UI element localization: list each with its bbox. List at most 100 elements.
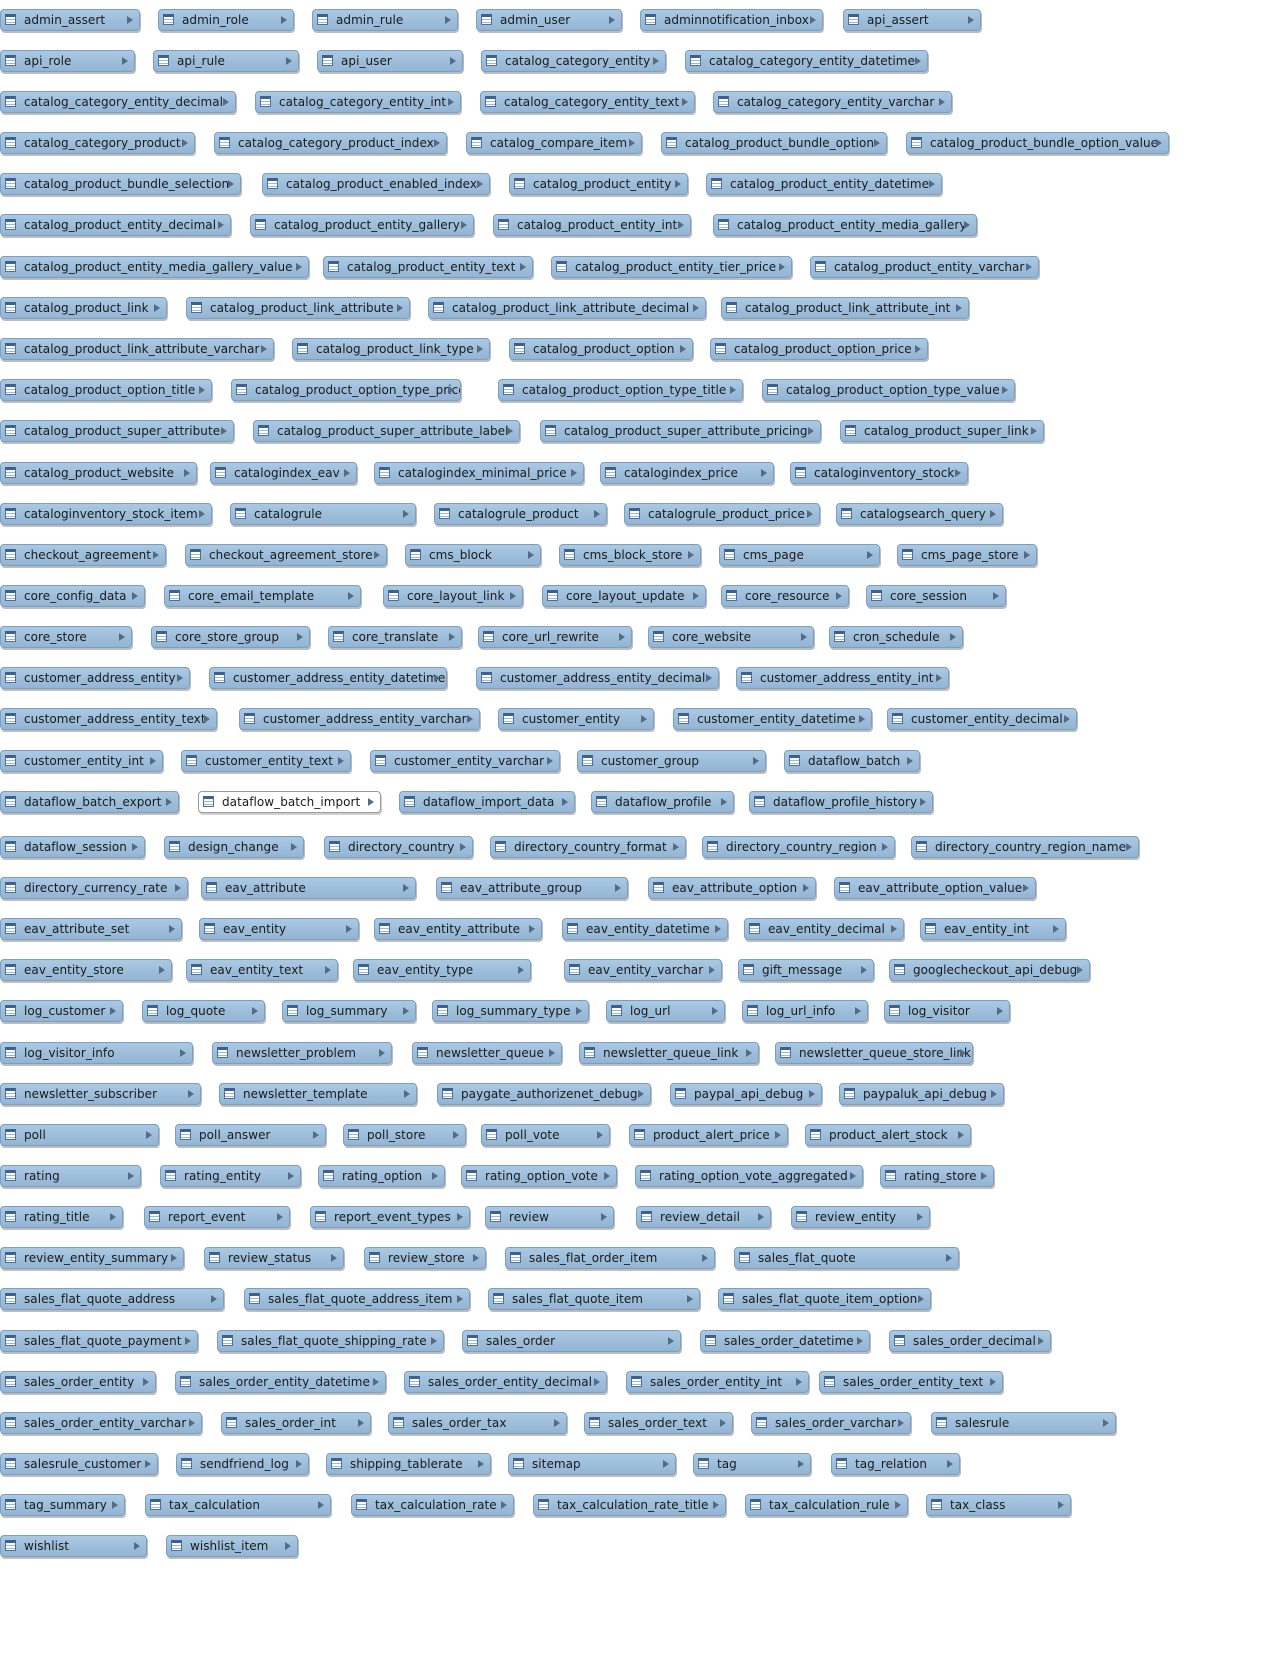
table-box-catalog-category-entity-int[interactable]: catalog_category_entity_int (255, 91, 461, 113)
expand-arrow-icon[interactable] (562, 798, 568, 806)
expand-arrow-icon[interactable] (110, 1213, 116, 1221)
expand-arrow-icon[interactable] (1002, 386, 1008, 394)
table-box-catalog-category-entity-varchar[interactable]: catalog_category_entity_varchar (713, 91, 952, 113)
table-box-paypal-api-debug[interactable]: paypal_api_debug (670, 1083, 822, 1105)
expand-arrow-icon[interactable] (453, 1131, 459, 1139)
table-box-catalog-product-option-type-price[interactable]: catalog_product_option_type_price (231, 379, 461, 401)
expand-arrow-icon[interactable] (641, 715, 647, 723)
expand-arrow-icon[interactable] (296, 1460, 302, 1468)
table-box-wishlist-item[interactable]: wishlist_item (166, 1535, 298, 1557)
expand-arrow-icon[interactable] (403, 884, 409, 892)
expand-arrow-icon[interactable] (153, 551, 159, 559)
table-box-directory-country-region-name[interactable]: directory_country_region_name (911, 836, 1139, 858)
expand-arrow-icon[interactable] (1038, 1337, 1044, 1345)
table-box-gift-message[interactable]: gift_message (738, 959, 874, 981)
expand-arrow-icon[interactable] (713, 1501, 719, 1509)
expand-arrow-icon[interactable] (638, 1090, 644, 1098)
table-box-cms-block-store[interactable]: cms_block_store (559, 544, 701, 566)
expand-arrow-icon[interactable] (960, 1049, 966, 1057)
expand-arrow-icon[interactable] (571, 469, 577, 477)
table-box-log-summary[interactable]: log_summary (282, 1000, 416, 1022)
table-box-tax-calculation-rule[interactable]: tax_calculation_rule (745, 1494, 908, 1516)
expand-arrow-icon[interactable] (721, 798, 727, 806)
expand-arrow-icon[interactable] (171, 1254, 177, 1262)
table-box-rating-option-vote-aggregated[interactable]: rating_option_vote_aggregated (635, 1165, 863, 1187)
expand-arrow-icon[interactable] (374, 551, 380, 559)
table-box-catalog-product-super-attribute[interactable]: catalog_product_super_attribute (0, 420, 234, 442)
table-box-core-store[interactable]: core_store (0, 626, 132, 648)
table-box-review-entity[interactable]: review_entity (791, 1206, 930, 1228)
expand-arrow-icon[interactable] (939, 98, 945, 106)
expand-arrow-icon[interactable] (467, 715, 473, 723)
expand-arrow-icon[interactable] (154, 304, 160, 312)
table-box-eav-entity-text[interactable]: eav_entity_text (186, 959, 338, 981)
expand-arrow-icon[interactable] (653, 57, 659, 65)
table-box-catalog-product-link-attribute-varchar[interactable]: catalog_product_link_attribute_varchar (0, 338, 274, 360)
expand-arrow-icon[interactable] (228, 180, 234, 188)
expand-arrow-icon[interactable] (803, 884, 809, 892)
table-box-sales-flat-quote[interactable]: sales_flat_quote (734, 1247, 959, 1269)
table-box-sales-order-entity-text[interactable]: sales_order_entity_text (819, 1371, 1003, 1393)
table-box-sales-flat-quote-address[interactable]: sales_flat_quote_address (0, 1288, 224, 1310)
table-box-eav-attribute-option-value[interactable]: eav_attribute_option_value (834, 877, 1036, 899)
expand-arrow-icon[interactable] (968, 16, 974, 24)
table-box-log-visitor[interactable]: log_visitor (884, 1000, 1010, 1022)
table-box-product-alert-price[interactable]: product_alert_price (629, 1124, 788, 1146)
expand-arrow-icon[interactable] (252, 1007, 258, 1015)
expand-arrow-icon[interactable] (609, 16, 615, 24)
expand-arrow-icon[interactable] (204, 715, 210, 723)
table-box-report-event[interactable]: report_event (144, 1206, 290, 1228)
expand-arrow-icon[interactable] (917, 1213, 923, 1221)
expand-arrow-icon[interactable] (956, 304, 962, 312)
expand-arrow-icon[interactable] (936, 674, 942, 682)
expand-arrow-icon[interactable] (296, 263, 302, 271)
table-box-catalog-category-entity-text[interactable]: catalog_category_entity_text (480, 91, 695, 113)
expand-arrow-icon[interactable] (199, 510, 205, 518)
table-box-catalog-product-link[interactable]: catalog_product_link (0, 297, 167, 319)
expand-arrow-icon[interactable] (432, 1172, 438, 1180)
expand-arrow-icon[interactable] (177, 674, 183, 682)
table-box-cron-schedule[interactable]: cron_schedule (829, 626, 963, 648)
table-box-catalog-category-entity[interactable]: catalog_category_entity (481, 50, 666, 72)
table-box-directory-country[interactable]: directory_country (324, 836, 473, 858)
expand-arrow-icon[interactable] (434, 674, 440, 682)
expand-arrow-icon[interactable] (1024, 551, 1030, 559)
table-box-eav-entity[interactable]: eav_entity (199, 918, 359, 940)
expand-arrow-icon[interactable] (746, 1049, 752, 1057)
expand-arrow-icon[interactable] (404, 1090, 410, 1098)
expand-arrow-icon[interactable] (368, 798, 374, 806)
expand-arrow-icon[interactable] (675, 180, 681, 188)
expand-arrow-icon[interactable] (507, 427, 513, 435)
table-box-catalog-product-entity-varchar[interactable]: catalog_product_entity_varchar (810, 256, 1039, 278)
expand-arrow-icon[interactable] (915, 57, 921, 65)
table-box-catalog-product-bundle-option-value[interactable]: catalog_product_bundle_option_value (906, 132, 1169, 154)
table-box-directory-currency-rate[interactable]: directory_currency_rate (0, 877, 188, 899)
expand-arrow-icon[interactable] (277, 1213, 283, 1221)
table-box-catalog-category-entity-decimal[interactable]: catalog_category_entity_decimal (0, 91, 236, 113)
expand-arrow-icon[interactable] (549, 1049, 555, 1057)
expand-arrow-icon[interactable] (981, 1172, 987, 1180)
expand-arrow-icon[interactable] (604, 1172, 610, 1180)
table-box-sales-flat-quote-item-option[interactable]: sales_flat_quote_item_option (718, 1288, 931, 1310)
expand-arrow-icon[interactable] (211, 1295, 217, 1303)
expand-arrow-icon[interactable] (619, 633, 625, 641)
expand-arrow-icon[interactable] (145, 1460, 151, 1468)
expand-arrow-icon[interactable] (1026, 263, 1032, 271)
expand-arrow-icon[interactable] (185, 1337, 191, 1345)
table-box-catalog-product-entity-text[interactable]: catalog_product_entity_text (323, 256, 533, 278)
table-box-tag-summary[interactable]: tag_summary (0, 1494, 125, 1516)
expand-arrow-icon[interactable] (601, 1213, 607, 1221)
expand-arrow-icon[interactable] (682, 98, 688, 106)
expand-arrow-icon[interactable] (855, 1007, 861, 1015)
expand-arrow-icon[interactable] (991, 1090, 997, 1098)
table-box-review-detail[interactable]: review_detail (636, 1206, 771, 1228)
table-box-sales-order[interactable]: sales_order (462, 1330, 681, 1352)
expand-arrow-icon[interactable] (950, 633, 956, 641)
expand-arrow-icon[interactable] (132, 592, 138, 600)
table-box-review-entity-summary[interactable]: review_entity_summary (0, 1247, 184, 1269)
expand-arrow-icon[interactable] (576, 1007, 582, 1015)
expand-arrow-icon[interactable] (958, 1131, 964, 1139)
table-box-newsletter-queue-store-link[interactable]: newsletter_queue_store_link (775, 1042, 973, 1064)
table-box-core-email-template[interactable]: core_email_template (164, 585, 361, 607)
table-box-eav-attribute-option[interactable]: eav_attribute_option (648, 877, 816, 899)
